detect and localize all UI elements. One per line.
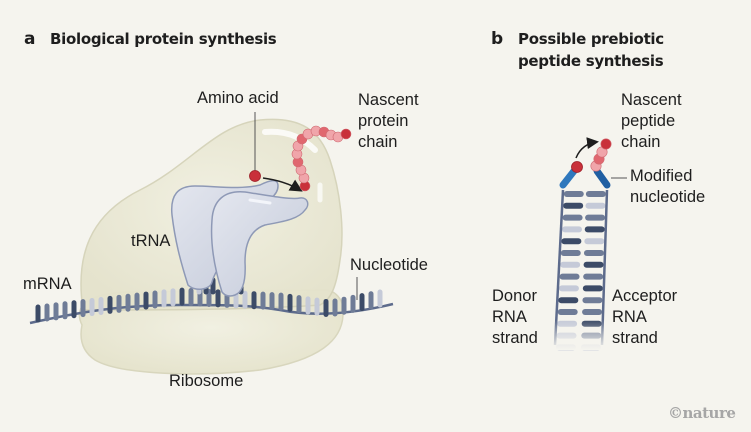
label-line: Donor (492, 287, 537, 305)
label-line: chain (358, 133, 398, 151)
label-trna: tRNA (131, 232, 171, 250)
panel-a-letter: a (24, 29, 36, 49)
label-line: Nascent (621, 91, 682, 109)
panel-b-letter: b (491, 29, 504, 49)
label-line: chain (621, 133, 661, 151)
label-line: Nascent (358, 91, 419, 109)
label-line: strand (612, 329, 658, 347)
donor-backbone (553, 189, 565, 346)
panel-b-title: Possible prebiotic peptide synthesis (518, 28, 664, 72)
label-acceptor-rna-strand: Acceptor RNA strand (612, 286, 677, 349)
amino-acid-ball (249, 170, 261, 182)
acceptor-backbone (600, 189, 609, 346)
label-mrna: mRNA (23, 275, 72, 293)
label-line: Modified (630, 167, 693, 185)
panel-b-title-line-2: peptide synthesis (518, 52, 664, 70)
trna-highlight (248, 198, 272, 205)
modified-nucleotide-acceptor (593, 167, 611, 189)
panel-a-title: Biological protein synthesis (50, 30, 277, 48)
label-donor-rna-strand: Donor RNA strand (492, 286, 538, 349)
label-line: nucleotide (630, 188, 706, 206)
label-nascent-peptide-chain: Nascent peptide chain (621, 90, 682, 153)
label-amino-acid: Amino acid (197, 89, 279, 107)
label-nucleotide: Nucleotide (350, 256, 428, 274)
label-line: Acceptor (612, 287, 678, 305)
label-line: peptide (621, 112, 676, 130)
nature-credit: ©nature (668, 404, 736, 422)
protein-chain-residue (340, 128, 352, 140)
peptide-transfer-arrow (575, 137, 599, 159)
label-modified-nucleotide: Modified nucleotide (630, 166, 705, 208)
label-line: RNA (492, 308, 527, 326)
duplex-fade (548, 320, 612, 350)
donor-amino-acid (571, 161, 583, 173)
label-line: protein (358, 112, 409, 130)
label-ribosome: Ribosome (169, 372, 244, 390)
peptide-chain-residue (600, 138, 612, 150)
transfer-arrow (262, 177, 303, 192)
ribosome-highlight (262, 128, 318, 153)
peptide-chain (590, 138, 612, 172)
label-line: strand (492, 329, 538, 347)
trna-front (210, 191, 309, 297)
modified-nucleotide-donor (559, 167, 578, 189)
protein-chain (291, 125, 352, 192)
label-line: RNA (612, 308, 647, 326)
label-nascent-protein-chain: Nascent protein chain (358, 90, 419, 153)
panel-b-title-line-1: Possible prebiotic (518, 30, 664, 48)
